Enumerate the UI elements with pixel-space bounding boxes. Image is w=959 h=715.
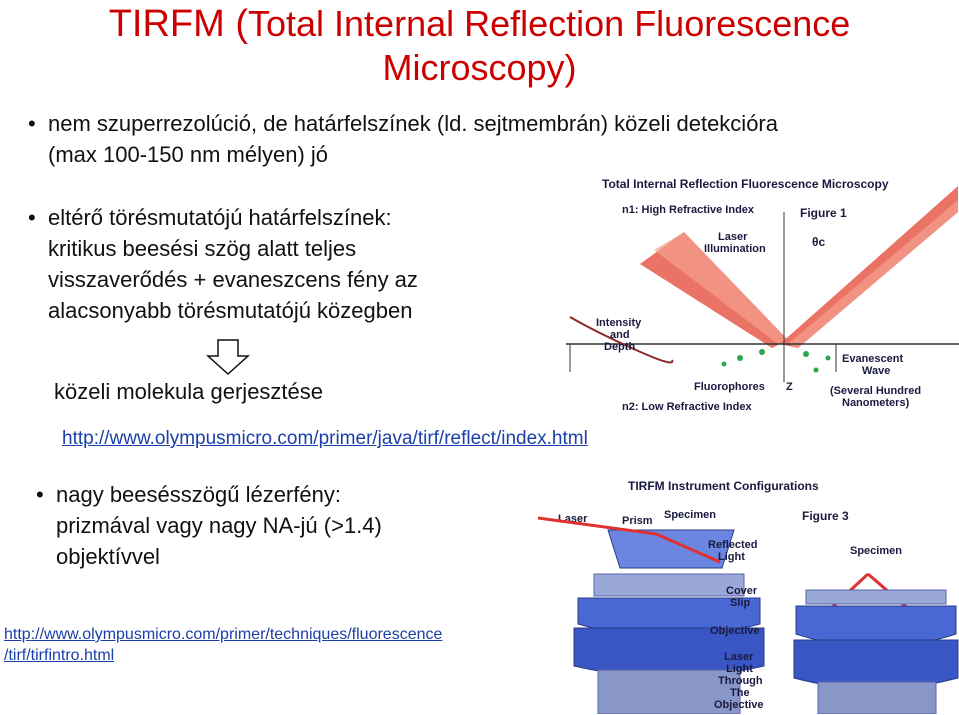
- fluorophores-label: Fluorophores: [694, 381, 765, 393]
- bullet-3-line1: nagy beesésszögű lézerfény:: [56, 482, 341, 507]
- intensity-label-2: and: [610, 329, 630, 341]
- link-tirfintro-line2: /tirf/tirfintro.html: [4, 647, 115, 664]
- figure-3-heading: TIRFM Instrument Configurations: [628, 479, 819, 493]
- link-reflect[interactable]: http://www.olympusmicro.com/primer/java/…: [62, 428, 588, 449]
- bullet-3: • nagy beesésszögű lézerfény: prizmával …: [36, 479, 536, 572]
- title-rest: Total Internal Reflection Fluorescence: [247, 3, 851, 44]
- link-tirfintro[interactable]: http://www.olympusmicro.com/primer/techn…: [4, 624, 442, 666]
- link-tirfintro-line1: http://www.olympusmicro.com/primer/techn…: [4, 626, 443, 643]
- laser-light-label-2: Light: [726, 663, 753, 675]
- bullet-dot: •: [28, 205, 36, 230]
- bullet-1: • nem szuperrezolúció, de határfelszínek…: [28, 108, 948, 170]
- bullet-dot: •: [28, 111, 36, 136]
- intensity-label-1: Intensity: [596, 317, 642, 329]
- laser-label-1: Laser: [718, 231, 748, 243]
- bullet-2-line3: visszaverődés + evaneszcens fény az: [48, 267, 418, 292]
- z-axis-label: Z: [786, 381, 793, 393]
- title-prefix: TIRFM (: [108, 3, 248, 45]
- figure-1-n1: n1: High Refractive Index: [622, 204, 755, 216]
- intensity-label-3: Depth: [604, 341, 635, 353]
- reflected-beam: [780, 186, 958, 348]
- cover-label-1: Cover: [726, 585, 758, 597]
- figure-1-label: Figure 1: [800, 206, 847, 220]
- figure-1-heading: Total Internal Reflection Fluorescence M…: [602, 177, 889, 191]
- laser-label-2: Illumination: [704, 243, 766, 255]
- bullet-dot: •: [36, 482, 44, 507]
- objective-label: Objective: [710, 625, 760, 637]
- down-arrow-icon: [206, 339, 250, 376]
- figure-1-diagram: Total Internal Reflection Fluorescence M…: [566, 172, 959, 418]
- objective-left: [573, 573, 765, 714]
- bullet-2: • eltérő törésmutatójú határfelszínek: k…: [28, 202, 568, 326]
- cover-label-2: Slip: [730, 597, 750, 609]
- reflected-label-1: Reflected: [708, 539, 758, 551]
- fluorophores: [721, 349, 831, 373]
- figure-1-n2: n2: Low Refractive Index: [622, 401, 752, 413]
- bullet-1-line2: (max 100-150 nm mélyen) jó: [48, 142, 329, 167]
- figure-3-diagram: TIRFM Instrument Configurations Laser Pr…: [538, 474, 959, 714]
- laser-light-label-5: Objective: [714, 699, 764, 711]
- laser-light-label-1: Laser: [724, 651, 754, 663]
- theta-c-label: θc: [812, 235, 825, 249]
- evanescent-label-2: Wave: [862, 365, 890, 377]
- prism-shape: [607, 529, 735, 569]
- evanescent-label-1: Evanescent: [842, 353, 903, 365]
- page-title: TIRFM (Total Internal Reflection Fluores…: [0, 2, 959, 90]
- result-text: közeli molekula gerjesztése: [54, 379, 324, 404]
- fig3-specimen-label: Specimen: [664, 509, 716, 521]
- bullet-2-line1: eltérő törésmutatójú határfelszínek:: [48, 205, 392, 230]
- incident-beam: [640, 232, 788, 348]
- bullet-3-line3: objektívvel: [56, 544, 160, 569]
- objective-right: [793, 589, 959, 714]
- prism-beams: [538, 516, 721, 564]
- several-label-2: Nanometers): [842, 397, 910, 409]
- figure-3-label: Figure 3: [802, 509, 849, 523]
- reflected-label-2: Light: [718, 551, 745, 563]
- laser-light-label-4: The: [730, 687, 750, 699]
- title-line2: Microscopy): [382, 47, 577, 88]
- laser-light-label-3: Through: [718, 675, 763, 687]
- intensity-graph: [569, 316, 674, 372]
- fig3-prism-label: Prism: [622, 515, 653, 527]
- several-label-1: (Several Hundred: [830, 385, 921, 397]
- bullet-2-line4: alacsonyabb törésmutatójú közegben: [48, 298, 413, 323]
- fig3-specimen-label-2: Specimen: [850, 545, 902, 557]
- bullet-2-line2: kritikus beesési szög alatt teljes: [48, 236, 357, 261]
- bullet-3-line2: prizmával vagy nagy NA-jú (>1.4): [56, 513, 382, 538]
- bullet-1-line1: nem szuperrezolúció, de határfelszínek (…: [48, 111, 778, 136]
